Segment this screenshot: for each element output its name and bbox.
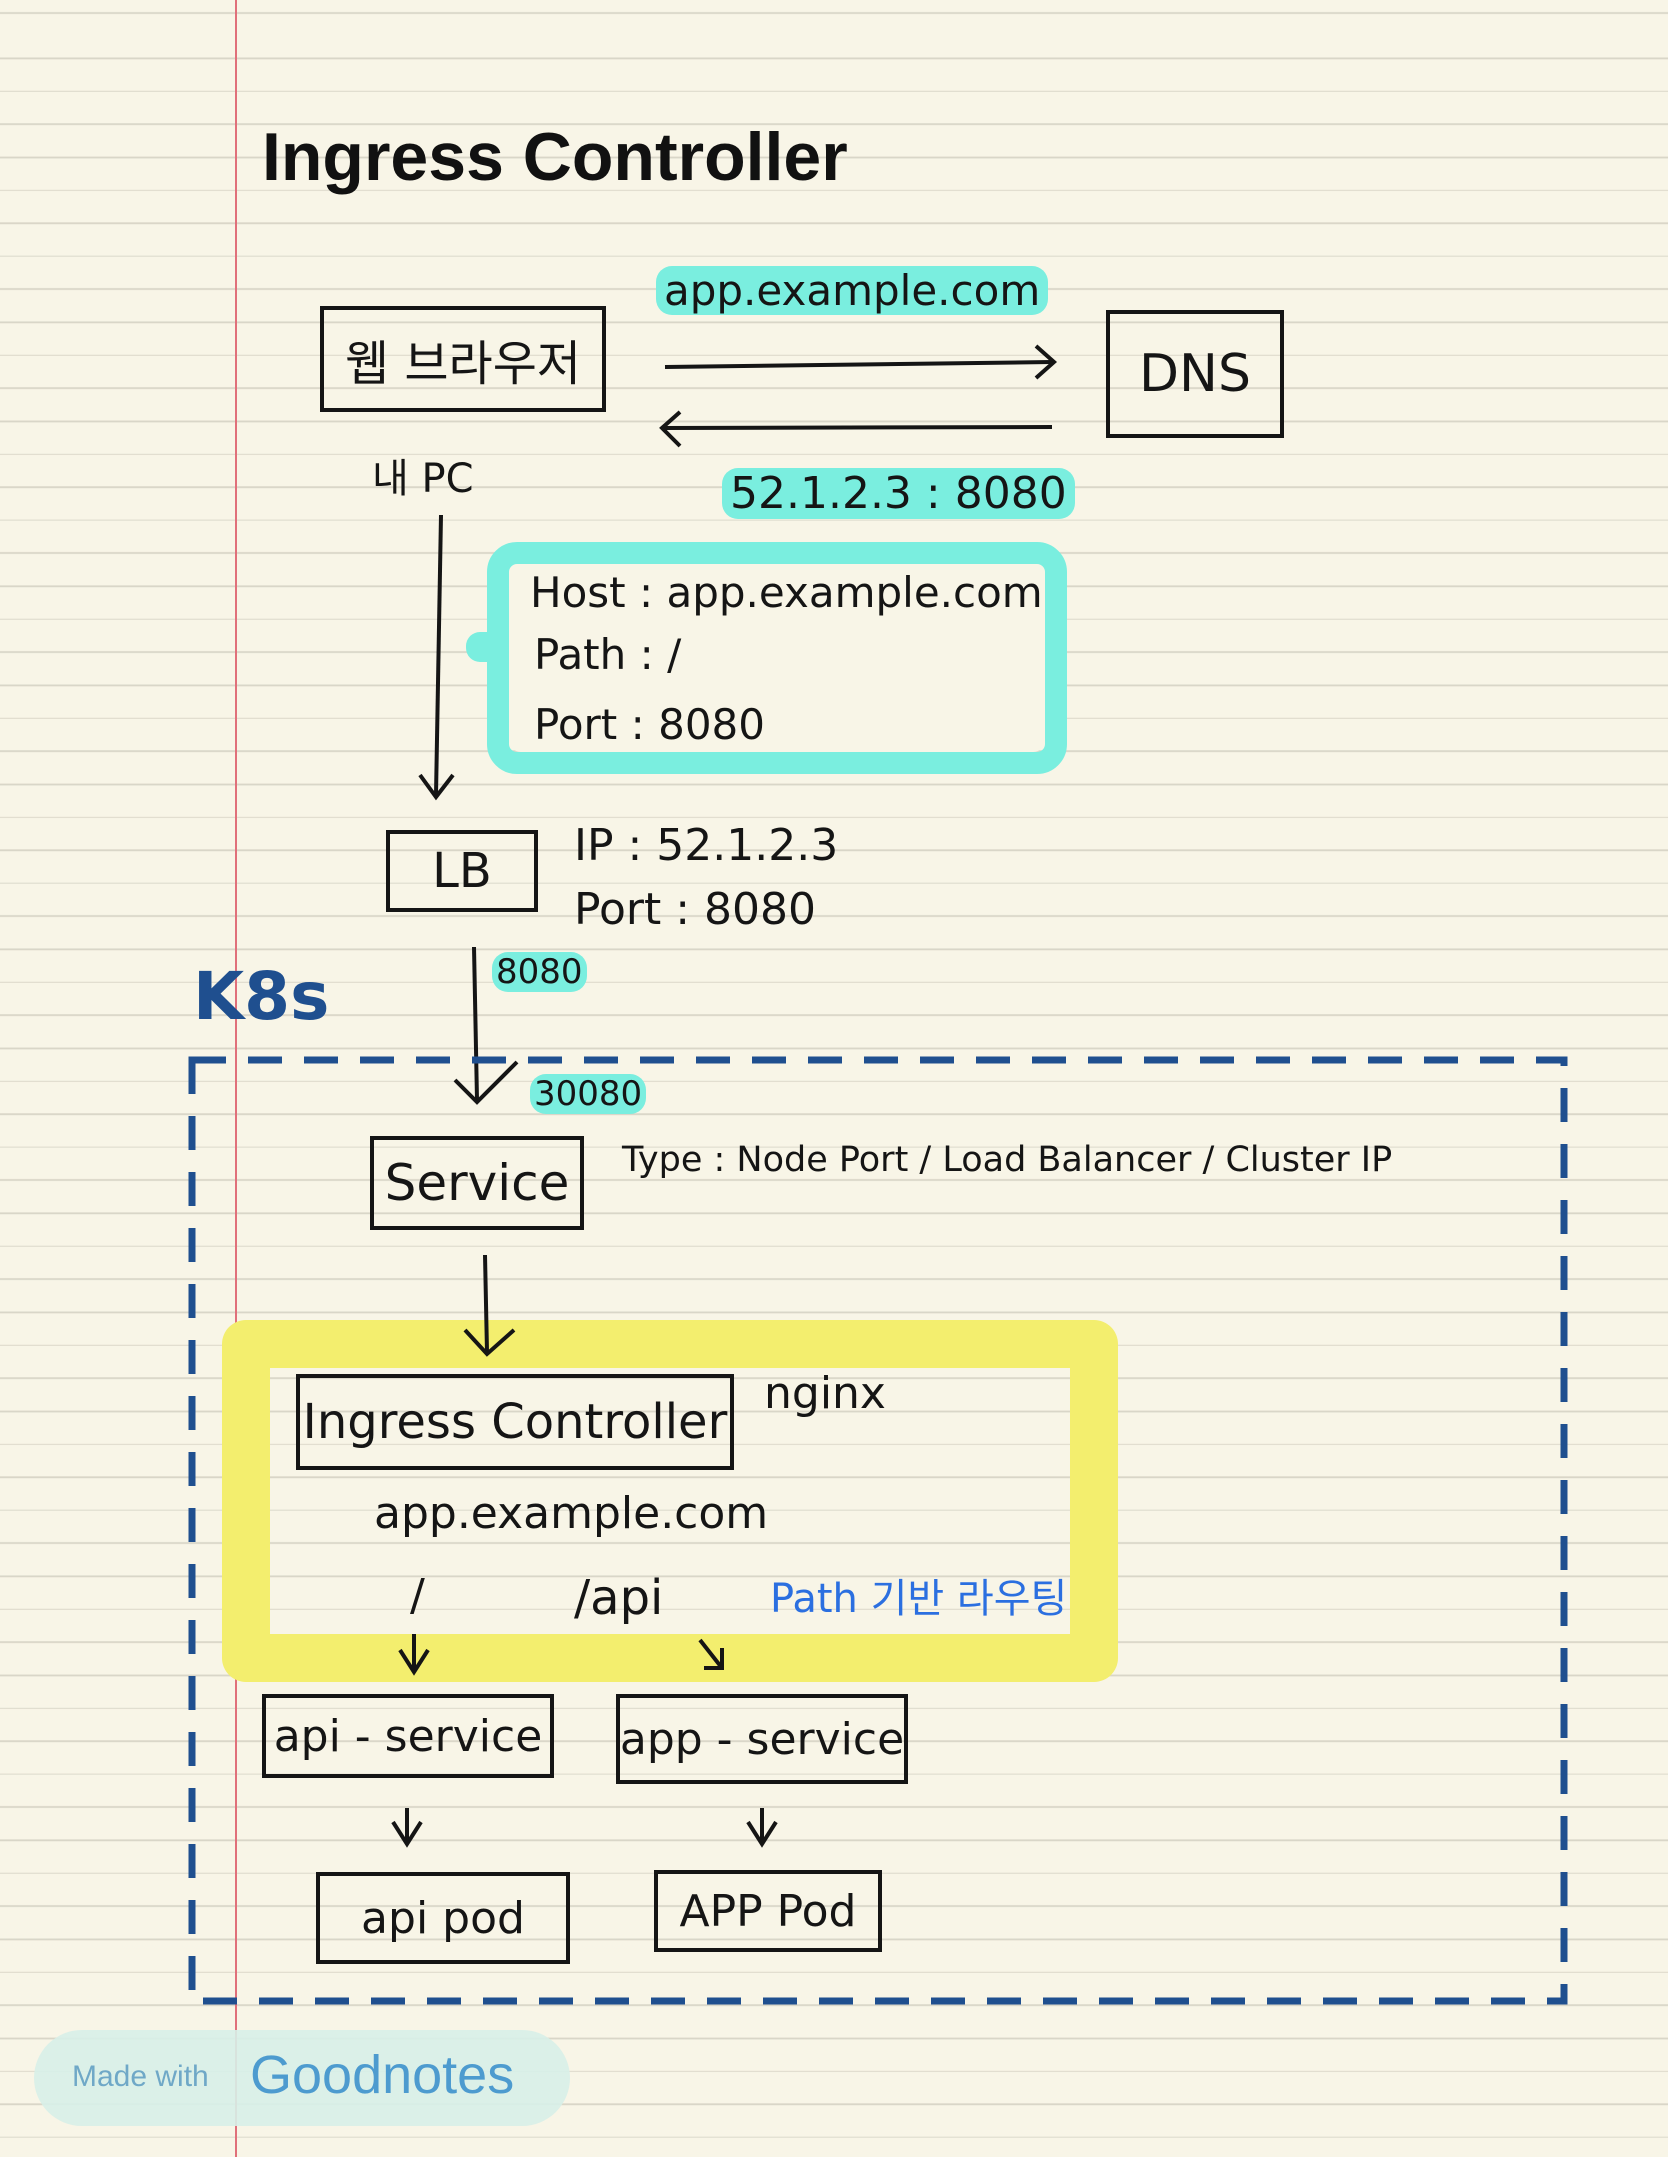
- ingress-path-root: /: [410, 1570, 425, 1621]
- ingress-highlight: [222, 1320, 1118, 1682]
- arrow-dns-to-browser: [662, 425, 1053, 430]
- request-bubble-fill: [509, 564, 1045, 752]
- request-path: Path : /: [534, 630, 682, 679]
- lb-port: Port : 8080: [574, 884, 816, 935]
- app-pod-label: APP Pod: [679, 1885, 857, 1937]
- page-title: Ingress Controller: [262, 119, 848, 195]
- arrow-service-to-ingress: [483, 1254, 489, 1353]
- my-pc-caption: 내 PC: [372, 456, 474, 502]
- dns-box: DNS: [1106, 310, 1284, 438]
- web-browser-box: 웹 브라우저: [320, 306, 606, 412]
- dns-answer-label: 52.1.2.3 : 8080: [722, 468, 1075, 519]
- app-pod-box: APP Pod: [654, 1870, 882, 1952]
- service-type: Type : Node Port / Load Balancer / Clust…: [622, 1140, 1393, 1180]
- node-port-badge: 30080: [530, 1074, 647, 1114]
- notebook-margin-line: [235, 0, 237, 2157]
- web-browser-label: 웹 브라우저: [344, 336, 582, 392]
- dns-label: DNS: [1139, 344, 1251, 404]
- ingress-path-api: /api: [574, 1570, 664, 1626]
- service-box: Service: [370, 1136, 584, 1230]
- arrow-ingress-to-app-service: [698, 1638, 724, 1670]
- arrow-lb-to-service: [472, 946, 479, 1101]
- api-service-box: api - service: [262, 1694, 554, 1778]
- arrow-browser-to-dns: [664, 360, 1053, 369]
- arrow-pc-to-lb: [434, 514, 443, 796]
- k8s-label: K8s: [193, 958, 330, 1035]
- request-port: Port : 8080: [534, 700, 765, 749]
- watermark-made-with: Made with: [72, 2060, 209, 2093]
- k8s-cluster-boundary: [188, 1056, 1568, 2005]
- request-host: Host : app.example.com: [530, 568, 1043, 617]
- lb-box: LB: [386, 830, 538, 912]
- lb-label: LB: [432, 843, 492, 899]
- service-label: Service: [384, 1154, 570, 1212]
- api-pod-box: api pod: [316, 1872, 570, 1964]
- arrow-api-service-to-pod: [391, 1808, 423, 1848]
- api-service-label: api - service: [273, 1710, 543, 1762]
- arrowhead-lb: [418, 773, 455, 801]
- lb-port-badge: 8080: [492, 952, 587, 992]
- request-bubble-highlight: [487, 542, 1067, 774]
- ingress-host: app.example.com: [374, 1488, 769, 1539]
- watermark-goodnotes: Goodnotes: [250, 2045, 515, 2105]
- app-service-box: app - service: [616, 1694, 908, 1784]
- arrowhead-ingress: [463, 1328, 516, 1357]
- dns-query-label: app.example.com: [656, 266, 1049, 315]
- ingress-impl: nginx: [764, 1368, 886, 1419]
- arrow-app-service-to-pod: [746, 1808, 778, 1848]
- ingress-controller-box: Ingress Controller: [296, 1374, 734, 1470]
- ingress-controller-label: Ingress Controller: [302, 1394, 728, 1450]
- path-routing-note: Path 기반 라우팅: [770, 1576, 1068, 1622]
- api-pod-label: api pod: [361, 1892, 525, 1944]
- arrowhead-service: [453, 1060, 519, 1105]
- lb-ip: IP : 52.1.2.3: [574, 820, 839, 871]
- arrowhead-dns: [1034, 344, 1058, 380]
- app-service-label: app - service: [619, 1713, 905, 1765]
- arrowhead-browser: [659, 410, 682, 448]
- goodnotes-badge: [34, 2030, 570, 2126]
